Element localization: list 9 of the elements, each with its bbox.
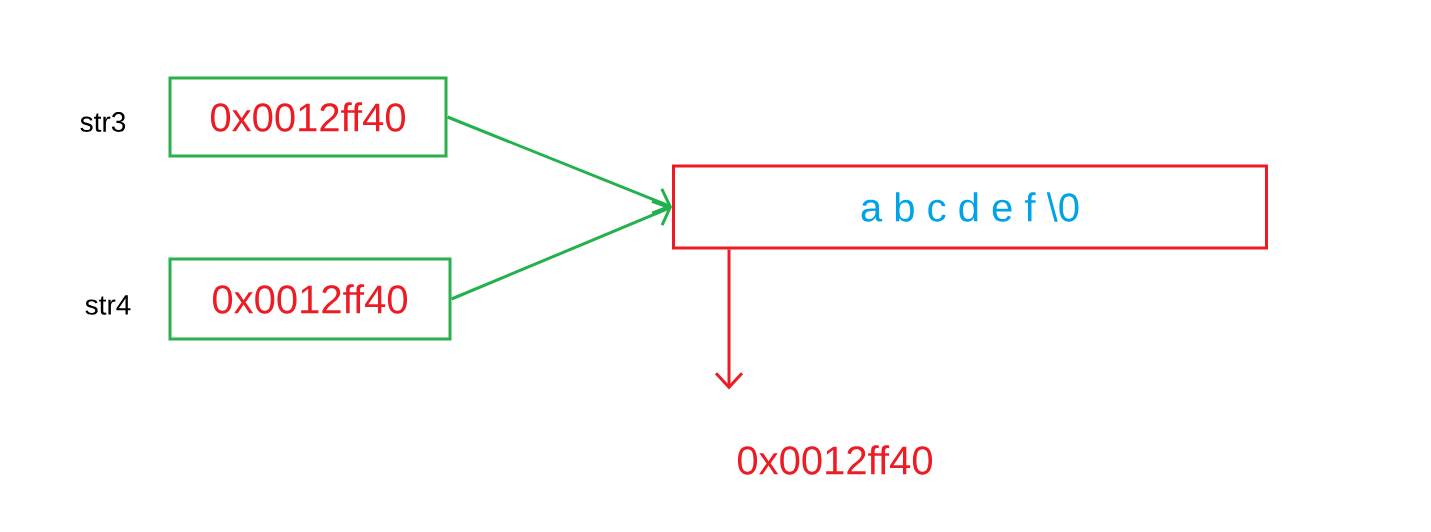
arrow — [446, 115, 672, 215]
arrow — [714, 249, 744, 390]
arrow — [450, 199, 672, 301]
variable-label: str3 — [80, 112, 126, 132]
address-text: 0x0012ff40 — [737, 445, 933, 475]
pointer-box: 0x0012ff40 — [168, 76, 448, 158]
pointer-box: 0x0012ff40 — [168, 257, 452, 341]
memory-box: a b c d e f \0 — [672, 164, 1268, 250]
variable-label: str4 — [85, 295, 131, 315]
